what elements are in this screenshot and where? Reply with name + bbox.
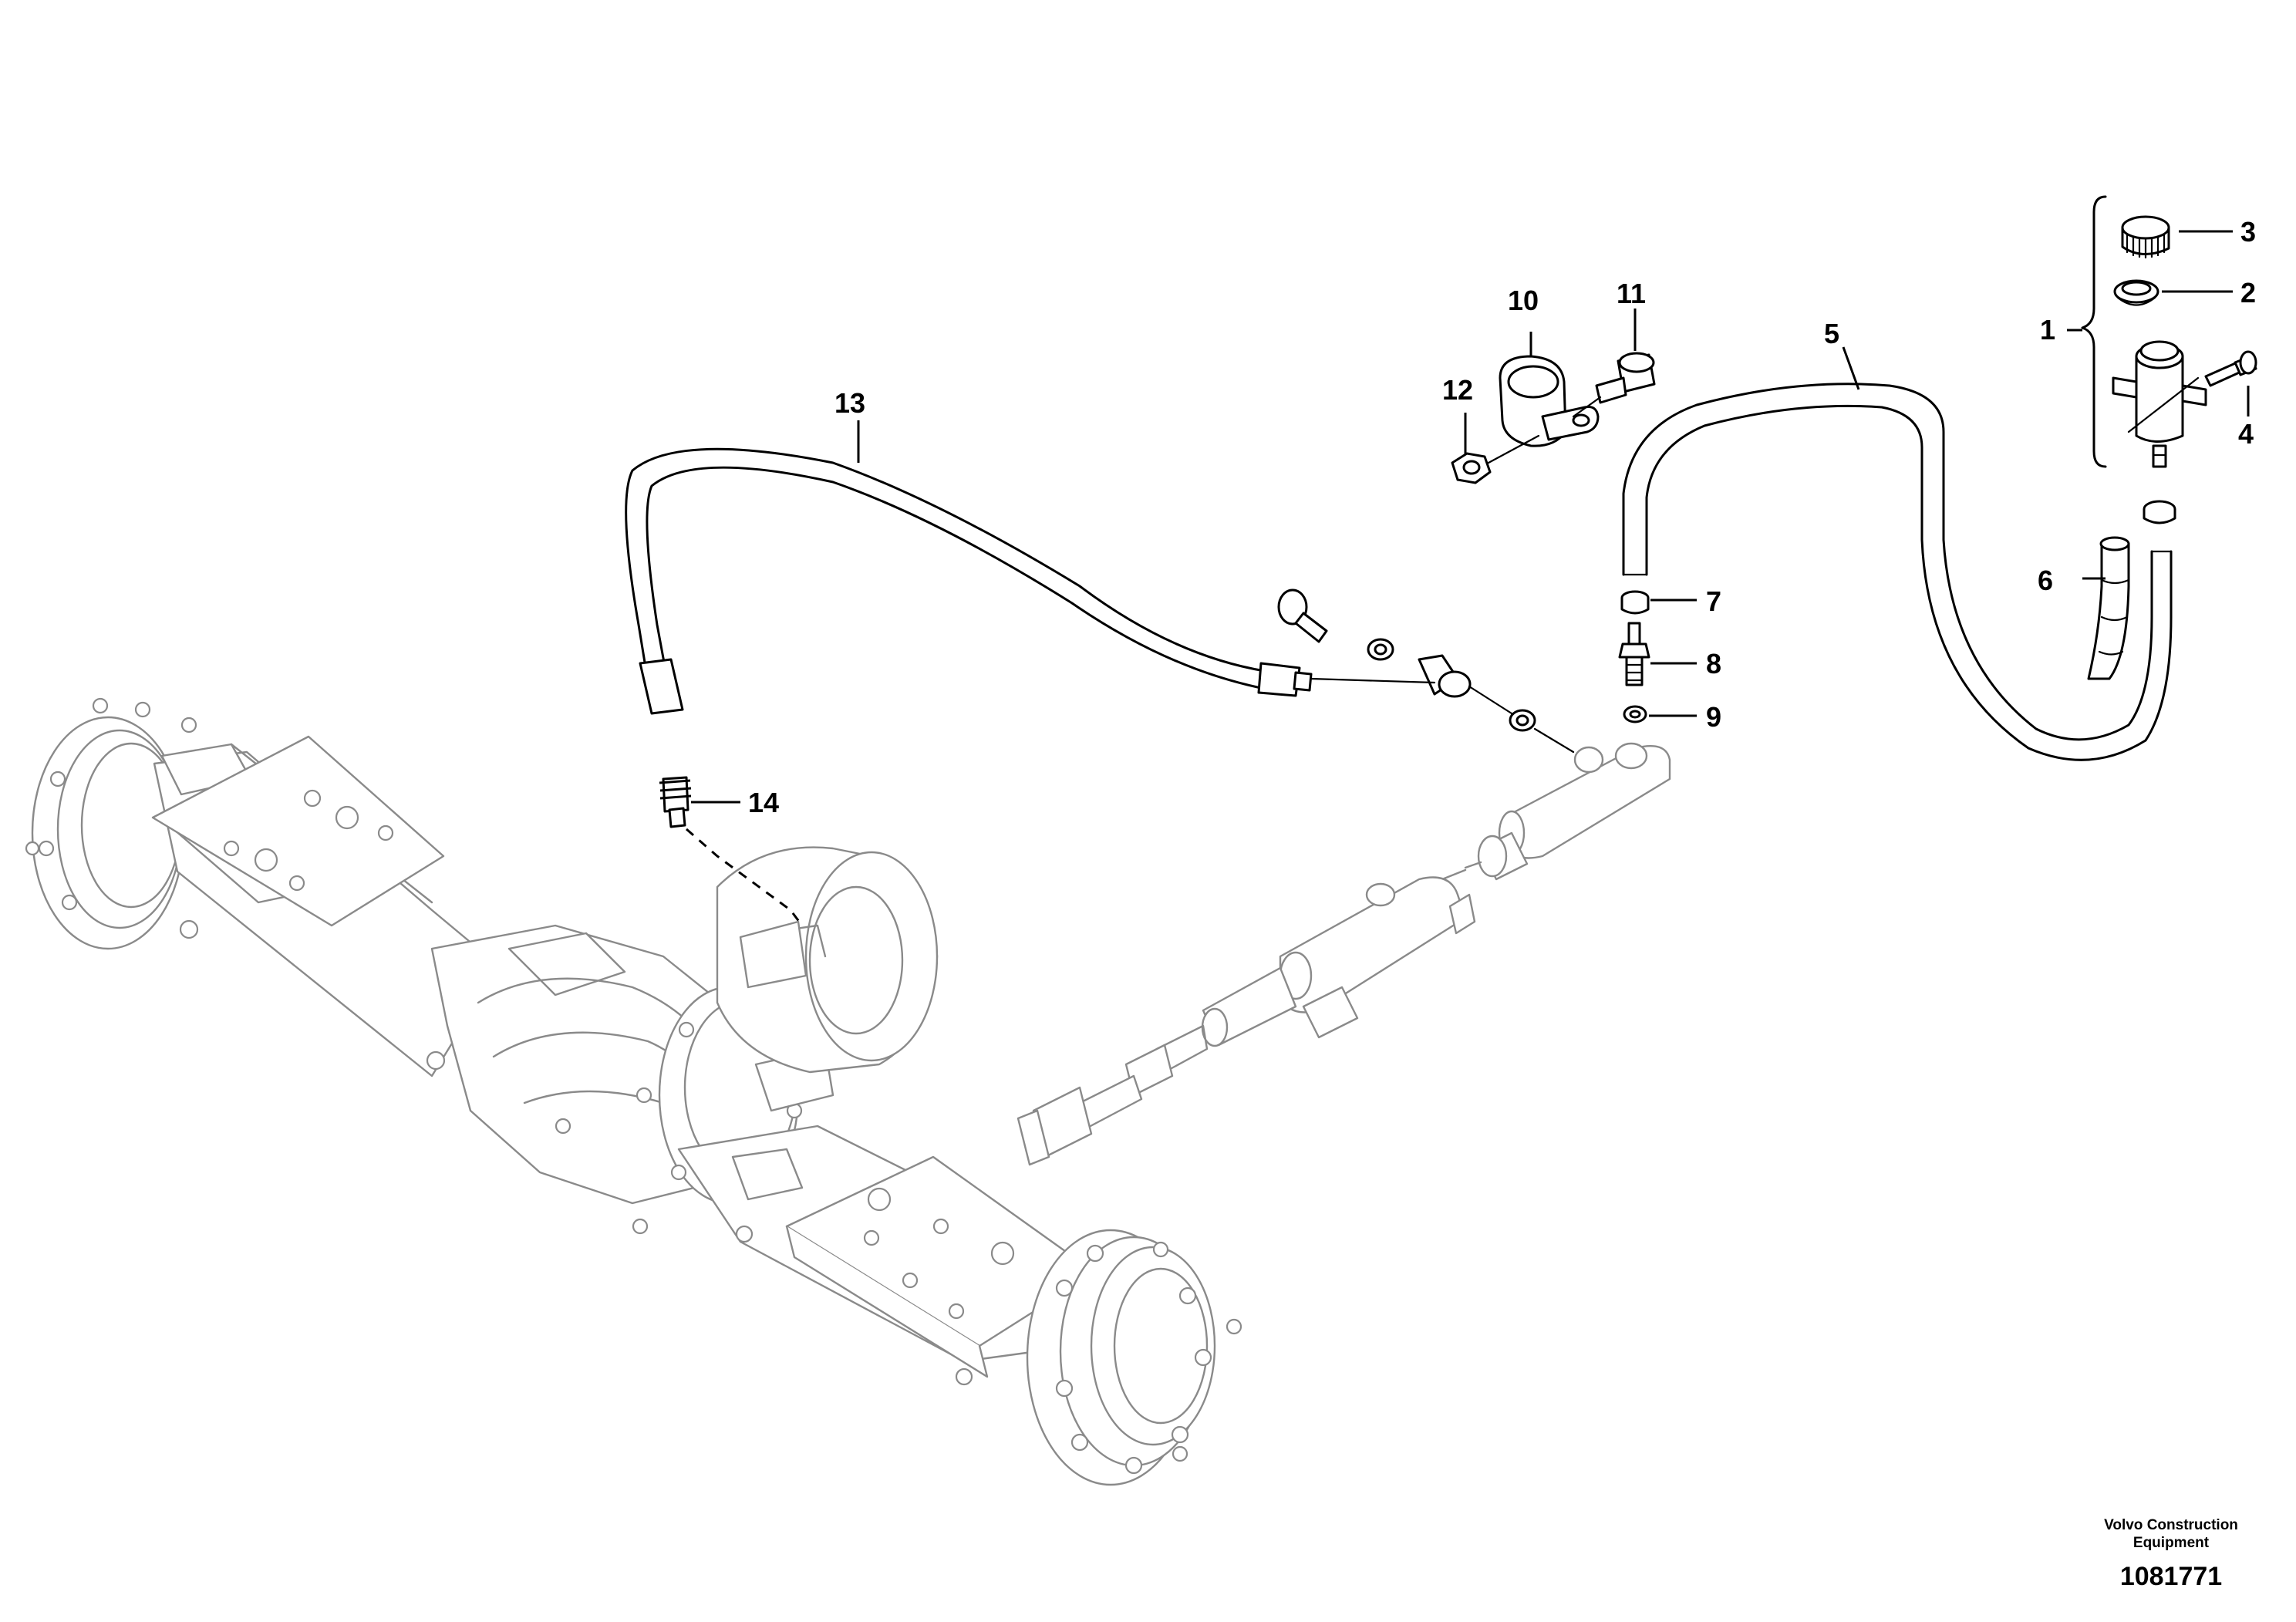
callout-labels: 1 2 3 4 5 6 7 8 9 10 11 12 13 14	[748, 216, 2256, 818]
callout-2: 2	[2240, 277, 2256, 309]
adaptor-14	[659, 776, 692, 828]
reservoir-hose-5	[1622, 383, 2173, 761]
banjo-fitting	[1277, 588, 1575, 754]
left-spring-pad	[151, 735, 445, 927]
screw-11	[1572, 352, 1656, 418]
washer-9	[1623, 705, 1647, 723]
callout-12: 12	[1442, 374, 1473, 406]
clamp-10	[1499, 355, 1600, 447]
input-drum	[716, 846, 939, 1074]
fluid-reservoir-1	[2112, 340, 2207, 468]
callout-10: 10	[1508, 285, 1539, 316]
nut-12	[1451, 434, 1540, 484]
callout-13: 13	[834, 387, 865, 419]
right-wheel-hub	[1026, 1229, 1242, 1486]
brand-line-1: Volvo Construction	[2104, 1517, 2238, 1533]
callout-3: 3	[2240, 216, 2256, 248]
leader-lines	[691, 230, 2250, 804]
screw-4	[2204, 350, 2257, 387]
hydraulic-hose-13	[625, 447, 1313, 715]
kit-bracket	[2081, 195, 2107, 468]
brake-master-cylinder	[1424, 742, 1671, 893]
callout-6: 6	[2038, 565, 2053, 596]
callout-4: 4	[2238, 418, 2254, 450]
callout-5: 5	[1824, 318, 1839, 349]
connector-8	[1618, 622, 1650, 686]
reservoir-hose-clamp	[2143, 500, 2176, 524]
axle-assembly	[25, 697, 1242, 1486]
brand-block: Volvo Construction Equipment 1081771	[2104, 1517, 2238, 1591]
brand-line-2: Equipment	[2133, 1535, 2210, 1551]
hose-clamp-7	[1620, 590, 1650, 615]
cap-3	[2121, 215, 2170, 259]
callout-9: 9	[1706, 701, 1721, 733]
callout-1: 1	[2040, 314, 2055, 346]
callout-7: 7	[1706, 585, 1721, 617]
drawing-number: 1081771	[2120, 1562, 2222, 1591]
callout-11: 11	[1617, 278, 1646, 309]
hose-connection-dashed	[686, 828, 804, 926]
hose-sleeve-6	[2087, 536, 2130, 680]
callout-8: 8	[1706, 648, 1721, 679]
callout-14: 14	[748, 787, 779, 818]
brake-actuator-cylinder	[1017, 876, 1476, 1166]
seal-2	[2113, 279, 2159, 306]
